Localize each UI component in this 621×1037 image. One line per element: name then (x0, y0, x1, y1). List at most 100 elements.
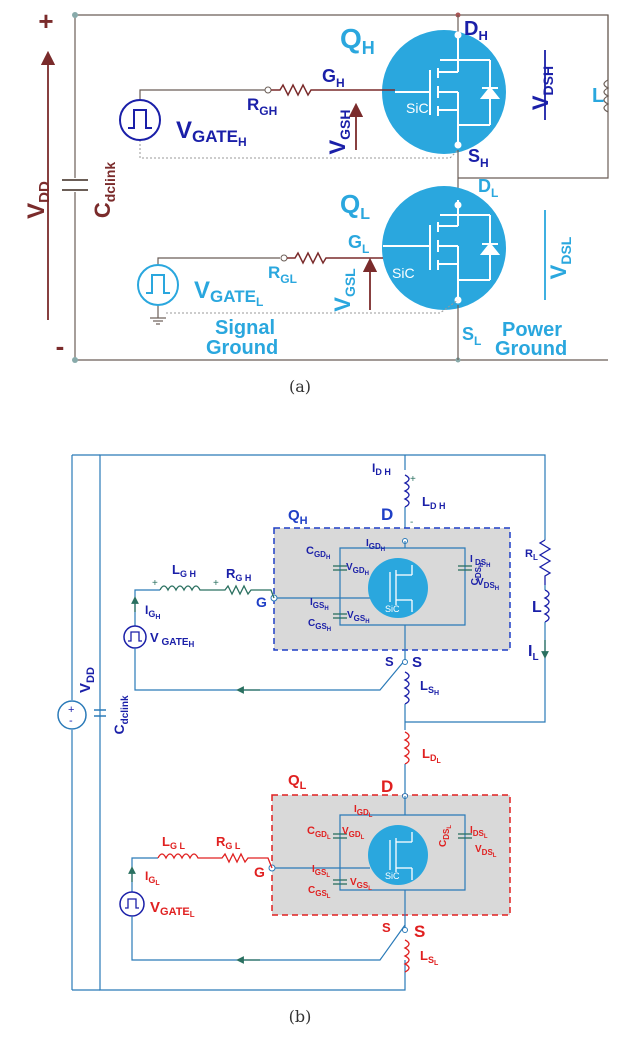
rgh-label: RGH (247, 95, 277, 118)
vdsh-label: VDSH (528, 66, 556, 110)
mosfet-h-icon-b (368, 558, 428, 618)
resistor-icon (159, 584, 275, 599)
igsh-label: IGSH (310, 597, 329, 612)
caption-a: (a) (289, 377, 311, 396)
mosfet-l-symbol (383, 200, 501, 300)
svg-text:-: - (69, 715, 73, 727)
igh-label: IGH (145, 603, 160, 621)
svg-text:-: - (410, 517, 413, 528)
inductor-icon (603, 15, 610, 113)
d-top-label: D (381, 505, 393, 524)
resistor-icon (271, 83, 395, 97)
il-label: IL (528, 643, 539, 663)
svg-text:VGSL: VGSL (330, 268, 358, 312)
d-bot-label: D (381, 777, 393, 796)
inductor-icon (403, 474, 410, 508)
power-ground-label-1: Power (502, 319, 562, 341)
ql-label: QL (340, 189, 370, 223)
capacitor-icon (62, 179, 88, 191)
vgsh-label: VGSH (347, 610, 370, 625)
svg-text:+: + (152, 578, 158, 589)
sic-label-l: SiC (392, 265, 415, 281)
minus-sign: - (56, 331, 65, 361)
svg-text:+: + (68, 704, 74, 716)
vgdh-label: VGDH (346, 562, 369, 577)
svg-text:VDD: VDD (23, 181, 53, 219)
rgl-label-b: RG L (216, 834, 241, 851)
rl-label: RL (525, 548, 538, 562)
ql-label-b: QL (288, 772, 307, 792)
ldl-label: LDL (422, 746, 441, 765)
lgh-label: LG H (172, 562, 196, 579)
lsl-label: LSL (420, 948, 439, 967)
vgateh-label-b: V GATEH (150, 630, 195, 649)
node-bottom (72, 357, 78, 363)
s-prime-top-label: S (385, 654, 394, 669)
cdclink-label: Cdclink (90, 162, 118, 219)
vdsh-label: VDSH (477, 577, 499, 592)
vgsl-label: VGSL (350, 877, 372, 892)
rgl-label: RGL (268, 263, 297, 286)
s-bot-label: S (414, 922, 425, 941)
l-label-b: L (532, 599, 542, 616)
node-top (72, 12, 78, 18)
gh-label: GH (322, 66, 345, 90)
svg-text:+: + (213, 578, 219, 589)
mosfet-h-symbol (395, 35, 501, 145)
plus-sign: + (38, 6, 53, 36)
g-bot-label: G (254, 864, 265, 880)
vgsl-label: VGSL (330, 268, 358, 312)
igdh-label: IGDH (366, 538, 385, 553)
signal-ground-label-1: Signal (215, 317, 275, 339)
svg-text:Cdclink: Cdclink (111, 695, 131, 734)
dc-source-icon (57, 700, 87, 730)
dh-label: DH (464, 18, 488, 43)
cdsl-label: CDSL (438, 825, 453, 847)
vgatel-label: VGATEL (194, 277, 263, 309)
svg-text:VDSL: VDSL (546, 236, 574, 279)
svg-text:SiC: SiC (385, 604, 400, 614)
qh-label-b: QH (288, 507, 308, 527)
vgatel-label-b: VGATEL (150, 899, 195, 919)
lgl-label: LG L (162, 834, 185, 851)
vgsh-label: VGSH (325, 109, 353, 154)
idh-label: ID H (372, 461, 391, 477)
vgateh-label: VGATEH (176, 117, 247, 149)
vgdl-label: VGDL (342, 826, 365, 841)
idsl-label: IDSL (470, 825, 488, 840)
idsh-label: I DSH (470, 554, 490, 569)
svg-text:CDSH: CDSH (470, 563, 485, 586)
s-top-label: S (412, 654, 422, 671)
gl-label: GL (348, 232, 369, 256)
mosfet-l-icon-b (368, 825, 428, 885)
igl-label: IGL (145, 869, 160, 887)
svg-text:SiC: SiC (385, 871, 400, 881)
pulse-source-icon (119, 99, 161, 141)
svg-text:VGSH: VGSH (325, 109, 353, 154)
rgh-label-b: RG H (226, 566, 251, 583)
cgsl-label: CGSL (308, 885, 331, 900)
svg-text:VDD: VDD (77, 667, 97, 693)
caption-b: (b) (289, 1007, 312, 1026)
ground-icon (150, 317, 166, 325)
figure-b: + - VDD Cdclink ID H LD H + - QH D SiC G (57, 454, 552, 1026)
vdd-label-b: VDD (77, 667, 97, 693)
cdclink-label-b: Cdclink (111, 695, 131, 734)
cdsh-label: CDSH (470, 563, 485, 586)
g-top-label: G (256, 594, 267, 610)
lsh-label: LSH (420, 678, 439, 697)
sl-label: SL (462, 324, 481, 348)
s-prime-bot-label: S (382, 920, 391, 935)
signal-ground-label-2: Ground (206, 337, 278, 359)
ldh-label: LD H (422, 494, 445, 511)
l-label: L (592, 85, 604, 107)
vdsl-label: VDSL (475, 844, 497, 859)
svg-text:CDSL: CDSL (438, 825, 453, 847)
svg-text:+: + (410, 474, 416, 485)
power-ground-label-2: Ground (495, 338, 567, 360)
qh-label: QH (340, 23, 375, 58)
vdsl-label: VDSL (546, 236, 574, 279)
pulse-source-icon (123, 625, 147, 649)
svg-text:Cdclink: Cdclink (90, 162, 118, 219)
